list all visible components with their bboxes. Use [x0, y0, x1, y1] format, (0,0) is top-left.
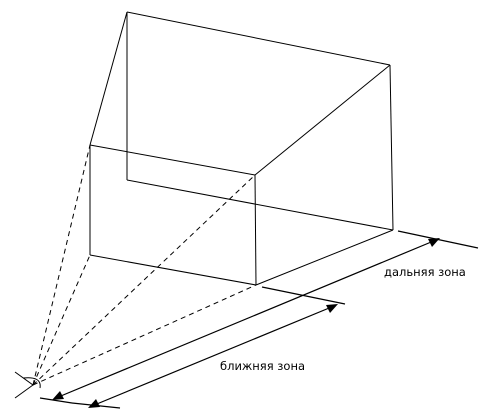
far-zone-label: дальняя зона: [384, 265, 466, 279]
sight-line-bottom-right: [32, 284, 257, 386]
near-zone-label: ближняя зона: [220, 359, 306, 373]
frustum-upper-left-edge: [89, 11, 128, 146]
near-zone-extension-line: [261, 286, 346, 305]
far-zone-arrowhead-start: [52, 391, 64, 400]
frustum-lower-right-edge: [255, 229, 394, 286]
far-zone-arrow-shaft: [55, 239, 437, 399]
sight-line-bottom-left: [32, 254, 91, 386]
near-zone-arrowhead-end: [326, 304, 338, 313]
far-zone-arrowhead-end: [428, 238, 440, 247]
far-plane-bottom-edge: [126, 179, 394, 231]
near-plane-top-edge: [89, 144, 256, 176]
far-plane-top-edge: [126, 11, 391, 66]
sight-line-top-right: [32, 174, 256, 386]
near-zone-arrow-shaft: [91, 305, 335, 407]
frustum-upper-right-edge: [254, 64, 391, 176]
near-plane-bottom-edge: [89, 254, 257, 286]
sight-line-top-left: [32, 144, 91, 386]
near-zone-arrowhead-start: [88, 399, 100, 408]
far-plane-right-edge: [389, 64, 394, 231]
far-zone-start-tick: [39, 397, 73, 404]
eye-angle-icon: [14, 371, 41, 399]
near-plane-right-edge: [254, 174, 257, 286]
